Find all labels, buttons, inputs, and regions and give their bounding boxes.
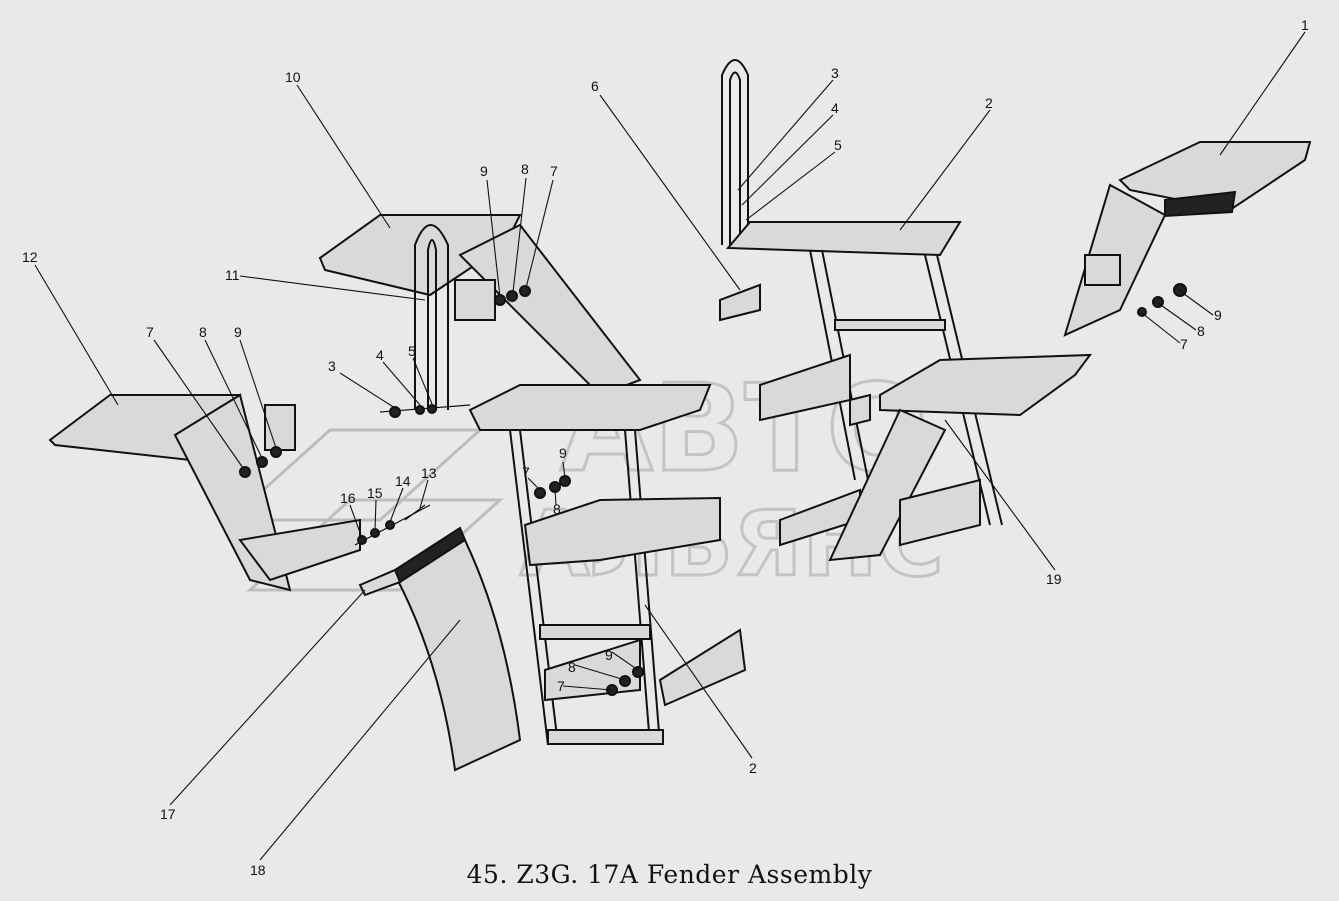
callout-labels: 1 2 3 4 5 6 10 9 8 7 12 11 3 4 5 7 8 9 9…: [22, 17, 1309, 878]
callout-10: 10: [285, 69, 301, 85]
step-assembly-lower: [468, 384, 747, 746]
callout-2-upper: 2: [985, 95, 993, 111]
fastener-set-left: [379, 404, 471, 418]
fastener-set-13-16: [354, 504, 431, 546]
callout-4-upper: 4: [831, 100, 839, 116]
callout-8-left: 8: [199, 324, 207, 340]
callout-8-right: 8: [1197, 323, 1205, 339]
callout-9-left: 9: [234, 324, 242, 340]
bracket-part-6: [719, 283, 761, 322]
callout-9-top: 9: [480, 163, 488, 179]
callout-9-right: 9: [1214, 307, 1222, 323]
step-platform-19: [828, 353, 1093, 562]
callout-2-lower: 2: [749, 760, 757, 776]
callout-16: 16: [340, 490, 356, 506]
callout-12: 12: [22, 249, 38, 265]
fender-part-12: [48, 393, 361, 592]
callout-7-lower: 7: [557, 678, 565, 694]
callout-13: 13: [421, 465, 437, 481]
callout-8-lower: 8: [568, 659, 576, 675]
callout-1: 1: [1301, 17, 1309, 33]
mud-flap-17-18: [358, 526, 522, 772]
callout-5-left: 5: [408, 343, 416, 359]
callout-7-left: 7: [146, 324, 154, 340]
callout-3-upper: 3: [831, 65, 839, 81]
fender-part-1: [1063, 141, 1312, 337]
callout-7-center: 7: [522, 464, 530, 480]
callout-6: 6: [591, 78, 599, 94]
callout-4-left: 4: [376, 347, 384, 363]
callout-11: 11: [225, 267, 240, 283]
callout-18: 18: [250, 862, 266, 878]
callout-5-upper: 5: [834, 137, 842, 153]
callout-19: 19: [1046, 571, 1062, 587]
callout-9-lower: 9: [605, 647, 613, 663]
diagram-caption: 45. Z3G. 17A Fender Assembly: [466, 860, 873, 889]
callout-14: 14: [395, 473, 411, 489]
callout-7-right: 7: [1180, 336, 1188, 352]
callout-15: 15: [367, 485, 383, 501]
callout-8-center: 8: [553, 501, 561, 517]
callout-9-center: 9: [559, 445, 567, 461]
callout-8-top: 8: [521, 161, 529, 177]
callout-17: 17: [160, 806, 176, 822]
leader-lines: [34, 31, 1306, 861]
callout-7-top: 7: [550, 163, 558, 179]
callout-3-left: 3: [328, 358, 336, 374]
fender-part-10: [318, 214, 642, 410]
